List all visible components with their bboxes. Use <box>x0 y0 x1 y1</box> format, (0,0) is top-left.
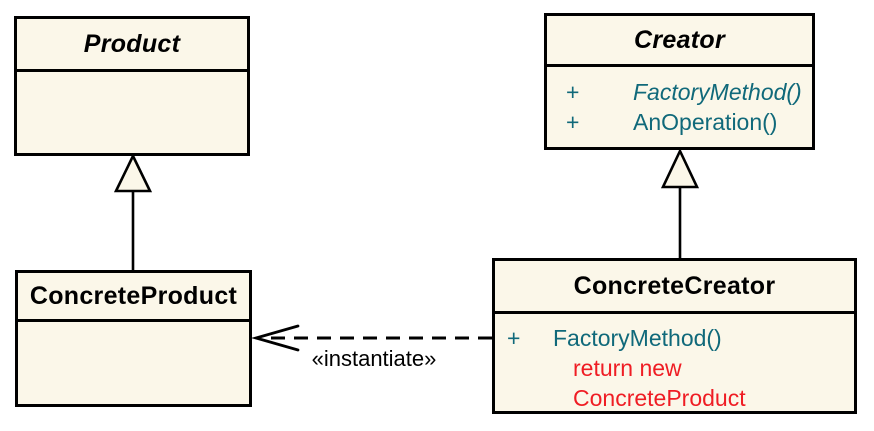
method-label: FactoryMethod() <box>553 324 722 351</box>
visibility-plus: + <box>566 78 580 105</box>
method-factorymethod: + FactoryMethod() <box>507 323 854 353</box>
method-factorymethod-abstract: + FactoryMethod() <box>566 77 812 107</box>
code-note-line: return new <box>507 353 854 383</box>
instantiate-arrow <box>250 324 492 352</box>
instantiate-label: «instantiate» <box>311 346 437 371</box>
generalization-arrow-product <box>113 153 153 270</box>
class-box-product: Product <box>14 16 250 156</box>
class-members-creator: + FactoryMethod() + AnOperation() <box>547 67 812 137</box>
class-name-creator: Creator <box>547 16 812 67</box>
note-label: return new <box>573 354 682 381</box>
class-name-product: Product <box>17 19 247 72</box>
visibility-plus: + <box>566 108 580 135</box>
class-box-concrete-product: ConcreteProduct <box>15 270 252 407</box>
class-box-concrete-creator: ConcreteCreator + FactoryMethod() return… <box>492 258 857 414</box>
class-name-concrete-product: ConcreteProduct <box>18 273 249 322</box>
method-label: AnOperation() <box>633 108 778 135</box>
visibility-plus: + <box>507 324 521 351</box>
code-note-line: ConcreteProduct <box>507 383 854 413</box>
class-name-concrete-creator: ConcreteCreator <box>495 261 854 314</box>
generalization-arrow-creator <box>660 147 700 258</box>
method-anoperation: + AnOperation() <box>566 107 812 137</box>
note-label: ConcreteProduct <box>573 384 746 411</box>
class-box-creator: Creator + FactoryMethod() + AnOperation(… <box>544 13 815 150</box>
class-members-concrete-creator: + FactoryMethod() return new ConcretePro… <box>495 314 854 413</box>
method-label: FactoryMethod() <box>633 78 802 105</box>
